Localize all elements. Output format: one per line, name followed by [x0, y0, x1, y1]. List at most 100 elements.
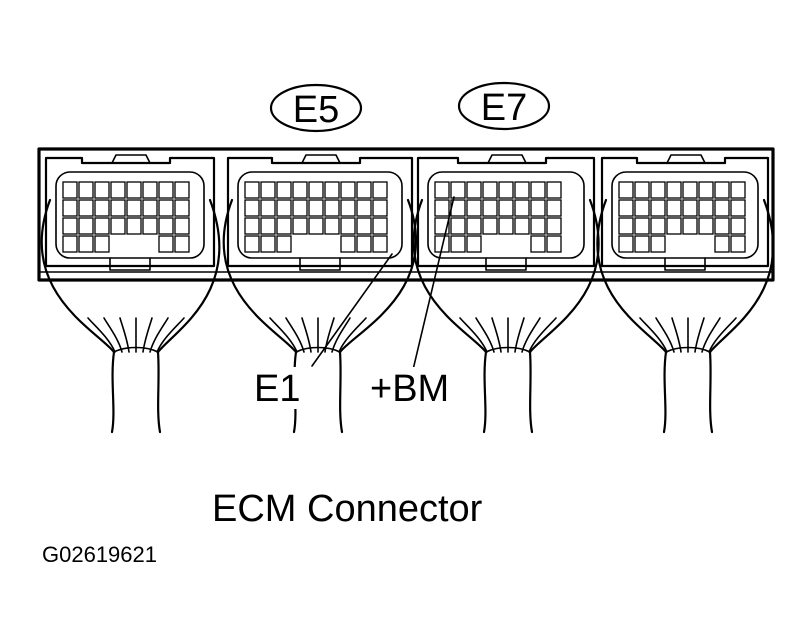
pin-cell	[292, 181, 308, 199]
pin-cell	[276, 217, 292, 235]
plug-3	[416, 154, 596, 271]
harness-3-left-curve	[412, 198, 488, 354]
pin-cell	[244, 199, 260, 217]
harness-1-sheath-left	[110, 350, 116, 434]
pin-cell	[450, 181, 466, 199]
plug-2-latch	[301, 154, 341, 164]
pin-cell	[142, 199, 158, 217]
pin-cell	[78, 199, 94, 217]
pin-cell	[514, 199, 530, 217]
pin-cell	[618, 199, 634, 217]
pin-cell	[260, 181, 276, 199]
pin-cell	[498, 181, 514, 199]
connector-tag-e7-label: E7	[481, 87, 527, 129]
harness-4	[596, 198, 775, 434]
pin-cell	[714, 235, 730, 253]
pin-cell	[308, 199, 324, 217]
leader-line-e1	[311, 253, 393, 367]
pin-cell	[244, 181, 260, 199]
pin-cell	[260, 217, 276, 235]
label-backing-e1	[248, 367, 308, 409]
pin-cell	[94, 235, 110, 253]
pin-cell	[308, 217, 324, 235]
pin-cell	[450, 235, 466, 253]
pin-cell	[666, 181, 682, 199]
pin-cell	[682, 199, 698, 217]
plug-1-latch	[111, 154, 151, 164]
connector-tag-e5: E5	[269, 83, 363, 133]
harness-1-sheath-right	[156, 350, 162, 434]
pin-cell	[260, 235, 276, 253]
harness-3-sheath-left	[482, 350, 488, 434]
harness-strand	[156, 317, 185, 353]
pin-cell	[372, 199, 388, 217]
pin-cell	[714, 199, 730, 217]
pin-cell	[666, 199, 682, 217]
pin-cell	[158, 199, 174, 217]
pin-cell	[650, 235, 666, 253]
pin-cell	[356, 217, 372, 235]
pin-cell	[276, 235, 292, 253]
plug-3-latch	[487, 154, 527, 164]
pin-cell	[372, 181, 388, 199]
pin-cell	[110, 199, 126, 217]
harness-strand	[655, 317, 675, 353]
pin-cell	[530, 235, 546, 253]
pin-cell	[62, 235, 78, 253]
plug-3-shell	[416, 156, 596, 268]
harness-strand	[87, 317, 116, 353]
harness-2-left-curve	[222, 198, 298, 354]
harness-strand	[639, 317, 668, 353]
pin-cell	[276, 181, 292, 199]
pin-cell	[276, 199, 292, 217]
plug-1-face	[55, 171, 205, 259]
pin-cell	[634, 235, 650, 253]
plug-1-key	[109, 257, 151, 271]
pin-cell	[62, 199, 78, 217]
connector-tag-e5-label: E5	[293, 89, 339, 131]
terminal-leaders	[311, 196, 455, 375]
harness-strand	[331, 317, 351, 353]
plug-4-shell	[600, 156, 770, 268]
pin-cell	[466, 199, 482, 217]
pin-cell	[546, 217, 562, 235]
pin-cell	[634, 181, 650, 199]
figure-code: G02619621	[42, 542, 157, 567]
harness-4-sheath-top	[665, 346, 711, 353]
pin-cell	[698, 217, 714, 235]
harness-1	[40, 198, 221, 434]
pin-cell	[324, 199, 340, 217]
pin-cell	[730, 199, 746, 217]
pin-cell	[356, 181, 372, 199]
pin-cell	[434, 199, 450, 217]
harness-strand	[269, 317, 298, 353]
pin-cell	[62, 217, 78, 235]
harness-strand	[459, 317, 488, 353]
plug-4-key	[664, 257, 706, 271]
pin-cell	[698, 199, 714, 217]
pin-cell	[174, 199, 190, 217]
pin-cell	[546, 199, 562, 217]
plug-4-latch	[666, 154, 706, 164]
connector-tag-e7-oval	[457, 81, 551, 131]
harness-strand	[528, 317, 557, 353]
pin-cell	[94, 181, 110, 199]
pin-cell	[730, 235, 746, 253]
connector-tag-e7: E7	[457, 81, 551, 131]
pin-cell	[142, 181, 158, 199]
pin-cell	[62, 181, 78, 199]
pin-cell	[466, 235, 482, 253]
pin-cell	[434, 181, 450, 199]
label-backing-bm	[366, 367, 458, 409]
harness-strand	[301, 317, 312, 353]
diagram-title: ECM Connector	[212, 488, 483, 530]
plug-1-shell	[44, 156, 216, 268]
pin-cell	[340, 181, 356, 199]
pin-cell	[244, 235, 260, 253]
plug-2-face	[237, 171, 403, 259]
harness-strand	[708, 317, 737, 353]
plug-4	[600, 154, 770, 271]
harness-strand	[521, 317, 541, 353]
plug-group	[44, 154, 770, 271]
harness-strand	[491, 317, 502, 353]
